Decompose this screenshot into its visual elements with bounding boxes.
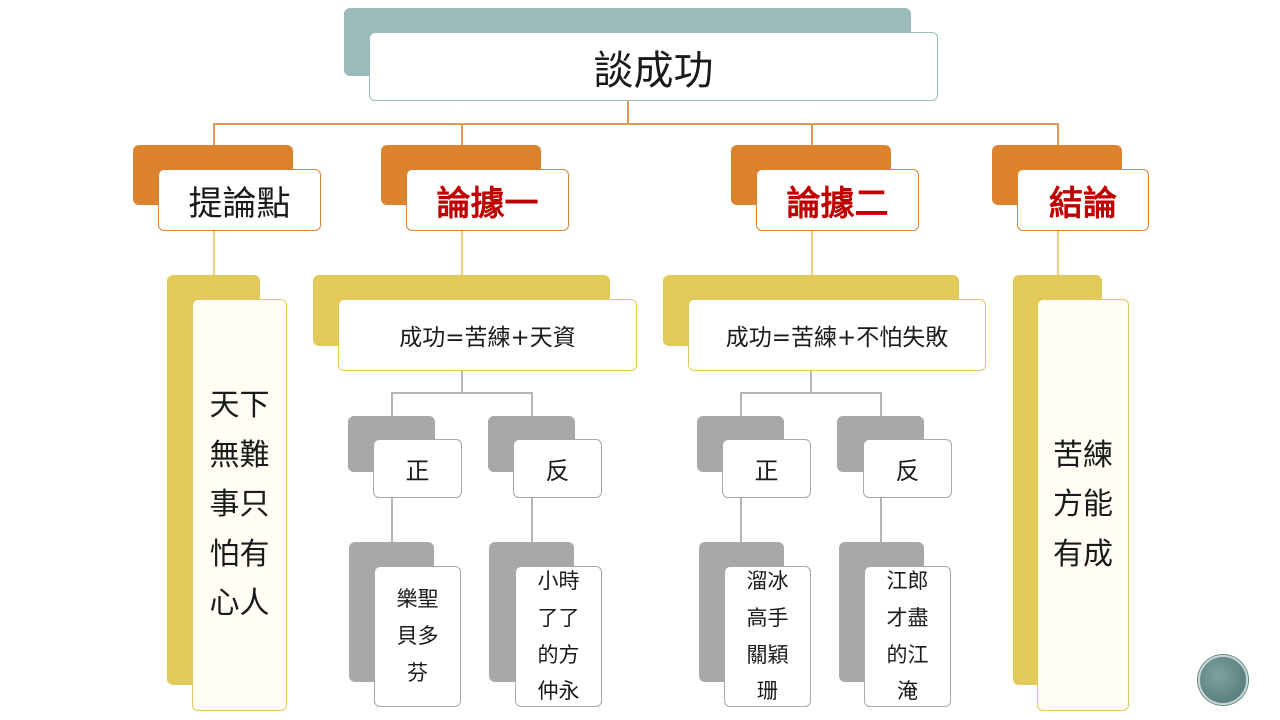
argument-2-header: 論據二 bbox=[756, 169, 919, 231]
pro-1-box: 正 bbox=[373, 439, 462, 498]
pro-2-example-box: 溜冰 高手 關穎 珊 bbox=[724, 566, 811, 707]
conclusion-header: 結論 bbox=[1017, 169, 1149, 231]
connector bbox=[531, 392, 533, 416]
formula-1-text: 成功=苦練+天資 bbox=[399, 325, 576, 351]
connector bbox=[391, 498, 393, 542]
conclusion-label: 結論 bbox=[1049, 183, 1117, 224]
connector bbox=[213, 231, 215, 276]
connector bbox=[811, 231, 813, 276]
connector bbox=[1057, 231, 1059, 276]
connector bbox=[391, 392, 393, 416]
connector bbox=[531, 498, 533, 542]
claim-header: 提論點 bbox=[158, 169, 321, 231]
pro-1-example-box: 樂聖 貝多 芬 bbox=[374, 566, 461, 707]
formula-1-box: 成功=苦練+天資 bbox=[338, 299, 637, 371]
pro-2-example: 溜冰 高手 關穎 珊 bbox=[746, 569, 789, 704]
argument-1-label: 論據一 bbox=[436, 183, 539, 224]
claim-text: 天下 無難 事只 怕有 心人 bbox=[209, 388, 270, 622]
con-1-example: 小時 了了 的方 仲永 bbox=[537, 569, 580, 704]
argument-2-label: 論據二 bbox=[786, 183, 889, 224]
connector bbox=[627, 100, 629, 124]
connector bbox=[213, 123, 1058, 125]
connector bbox=[740, 392, 881, 394]
formula-2-box: 成功=苦練+不怕失敗 bbox=[688, 299, 986, 371]
argument-1-header: 論據一 bbox=[406, 169, 569, 231]
pro-2-box: 正 bbox=[722, 439, 811, 498]
connector bbox=[461, 231, 463, 276]
claim-label: 提論點 bbox=[188, 183, 291, 224]
con-2-label: 反 bbox=[895, 457, 920, 485]
conclusion-text: 苦練 方能 有成 bbox=[1053, 437, 1113, 572]
connector bbox=[880, 498, 882, 542]
title-box: 談成功 bbox=[369, 32, 938, 101]
conclusion-body: 苦練 方能 有成 bbox=[1037, 299, 1129, 711]
con-1-box: 反 bbox=[513, 439, 602, 498]
con-2-box: 反 bbox=[863, 439, 952, 498]
round-logo-icon bbox=[1198, 655, 1248, 705]
connector bbox=[740, 392, 742, 416]
con-2-example-box: 江郎 才盡 的江 淹 bbox=[864, 566, 951, 707]
con-1-label: 反 bbox=[545, 457, 570, 485]
connector bbox=[810, 371, 812, 393]
title: 談成功 bbox=[593, 47, 714, 94]
connector bbox=[740, 498, 742, 542]
con-1-example-box: 小時 了了 的方 仲永 bbox=[515, 566, 602, 707]
formula-2-text: 成功=苦練+不怕失敗 bbox=[725, 325, 949, 351]
connector bbox=[880, 392, 882, 416]
pro-1-label: 正 bbox=[405, 457, 430, 485]
con-2-example: 江郎 才盡 的江 淹 bbox=[886, 569, 929, 704]
connector bbox=[391, 392, 532, 394]
pro-2-label: 正 bbox=[754, 457, 779, 485]
claim-body: 天下 無難 事只 怕有 心人 bbox=[192, 299, 287, 711]
connector bbox=[461, 371, 463, 393]
pro-1-example: 樂聖 貝多 芬 bbox=[396, 587, 439, 685]
